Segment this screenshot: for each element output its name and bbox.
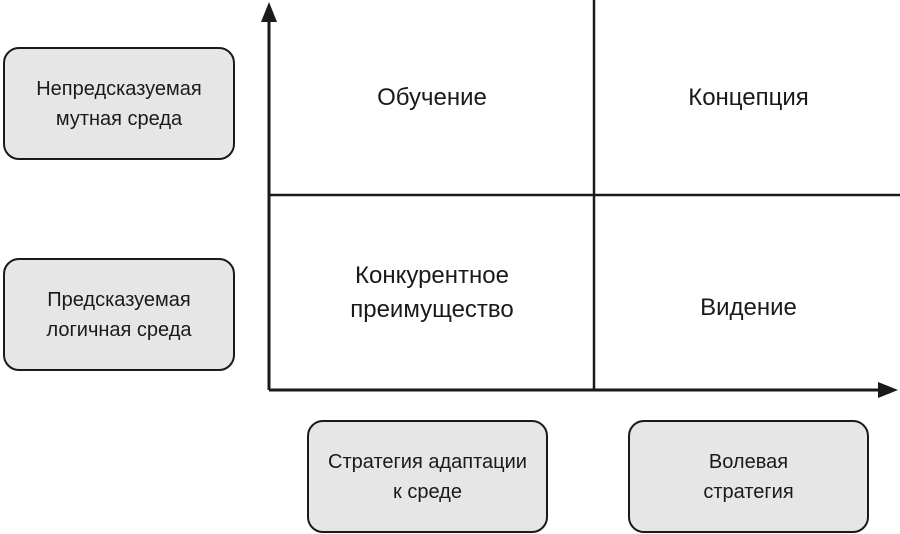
row-label-unpredictable: Непредсказуемая мутная среда <box>3 47 235 160</box>
quadrant-bottom-right-text: Видение <box>700 294 797 321</box>
row-label-unpredictable-line-2: мутная среда <box>55 107 183 130</box>
row-label-unpredictable-line-1: Непредсказуемая <box>36 77 202 100</box>
column-label-adaptation-line-2: к среде <box>393 480 462 503</box>
column-label-volitional: Волевая стратегия <box>628 420 869 533</box>
x-axis-arrowhead <box>878 382 898 398</box>
quadrant-top-left: Обучение <box>272 0 592 195</box>
row-label-predictable-line-1: Предсказуемая <box>47 288 191 311</box>
quadrant-bottom-left: Конкурентное преимущество <box>272 198 592 388</box>
column-label-volitional-line-2: стратегия <box>703 480 794 503</box>
quadrant-bottom-left-line-2: преимущество <box>350 296 514 323</box>
row-label-predictable: Предсказуемая логичная среда <box>3 258 235 371</box>
quadrant-top-right: Концепция <box>597 0 900 195</box>
y-axis-arrowhead <box>261 2 277 22</box>
row-label-predictable-line-2: логичная среда <box>46 318 192 341</box>
quadrant-bottom-left-line-1: Конкурентное <box>355 262 509 289</box>
column-label-adaptation-line-1: Стратегия адаптации <box>328 450 527 473</box>
column-label-adaptation: Стратегия адаптации к среде <box>307 420 548 533</box>
quadrant-top-right-text: Концепция <box>688 83 809 111</box>
quadrant-top-left-text: Обучение <box>377 83 487 111</box>
quadrant-bottom-right: Видение <box>597 198 900 418</box>
column-label-volitional-line-1: Волевая <box>708 450 789 473</box>
